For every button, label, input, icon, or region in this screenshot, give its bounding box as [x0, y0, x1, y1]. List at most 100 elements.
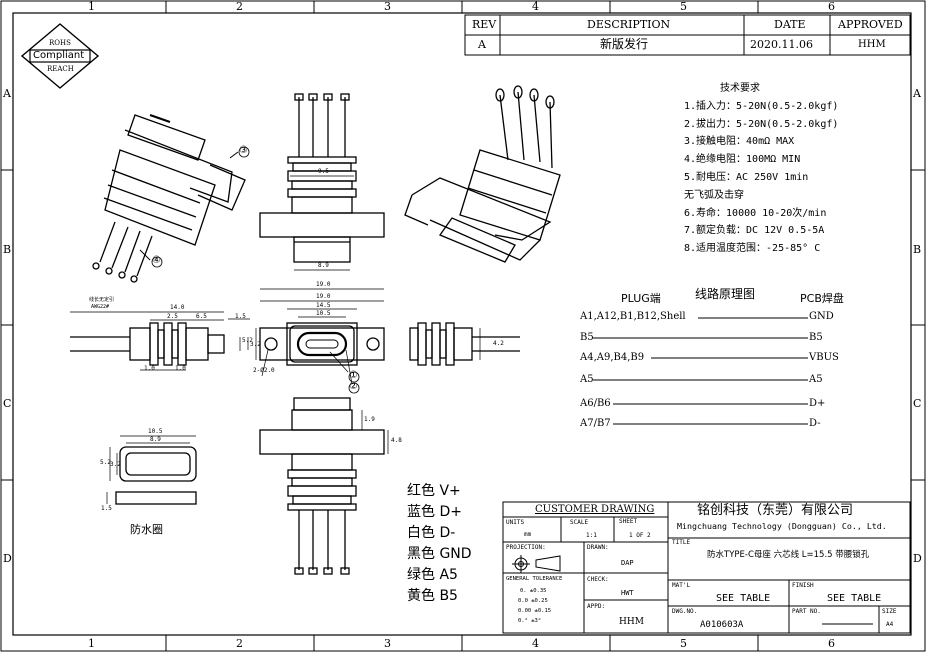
dim-65: 6.5: [196, 313, 207, 320]
finish-label: FINISH: [792, 582, 814, 589]
projection-symbol: [512, 555, 561, 573]
approved-header: APPROVED: [838, 18, 903, 31]
wiring-to-2: B5: [809, 332, 823, 343]
wire-color-row: 蓝色 D+: [407, 504, 462, 520]
dim-89-top: 8.9: [318, 262, 329, 269]
wire-color-row: 绿色 A5: [407, 567, 458, 583]
tolerance-label: GENERAL TOLERANCE: [506, 576, 563, 582]
zone-bottom-3: 3: [384, 637, 391, 650]
zone-right-d: D: [913, 552, 922, 565]
callout-2: ②: [349, 381, 358, 392]
wire-color-row: 黑色 GND: [407, 546, 472, 562]
dim-hole: 2-Ø2.0: [253, 367, 275, 374]
description-value: 新版发行: [600, 37, 649, 51]
tech-item: 6.寿命：10000 10-20次/min: [684, 207, 827, 219]
wire-color-row: 白色 D-: [407, 525, 456, 541]
tolerance-1: 0. ±0.35: [520, 588, 547, 594]
reach-text: REACH: [47, 65, 74, 73]
rev-header: REV: [472, 18, 497, 31]
size-value: A4: [886, 621, 894, 628]
gasket-drawing: [115, 446, 197, 505]
zone-right-a: A: [913, 87, 921, 100]
zone-bottom-4: 4: [532, 637, 539, 650]
dim-15-gasket: 1.5: [101, 505, 112, 512]
compliant-text: Compliant: [33, 50, 85, 61]
pcb-header: PCB焊盘: [800, 292, 844, 305]
customer-drawing: CUSTOMER DRAWING: [535, 504, 655, 515]
wiring-from-6: A7/B7: [580, 418, 611, 429]
callout-3: ③: [239, 145, 248, 156]
dim-190-front: 19.0: [316, 293, 331, 300]
dim-10b: 1.0: [175, 365, 186, 372]
dim-32-gasket: 3.2: [110, 461, 121, 468]
iso-view-right: [404, 85, 561, 263]
wiring-to-6: D-: [809, 418, 821, 429]
dim-145: 14.5: [316, 302, 331, 309]
rohs-text: ROHS: [49, 39, 71, 47]
wiring-from-2: B5: [580, 332, 594, 343]
wiring-from-3: A4,A9,B4,B9: [580, 352, 645, 363]
zone-left-c: C: [3, 397, 12, 410]
tolerance-4: 0.° ±3°: [518, 618, 542, 624]
appd-value: HHM: [619, 617, 644, 627]
iso-view-left: [92, 114, 246, 283]
callout-4: ④: [152, 255, 161, 266]
company-cn: 铭创科技（东莞）有限公司: [697, 503, 854, 518]
wiring-to-5: D+: [809, 398, 826, 409]
part-label: PART NO.: [792, 608, 821, 615]
zone-top-5: 5: [680, 0, 687, 13]
tech-item: 无飞弧及击穿: [684, 189, 744, 201]
units-label: UNITS: [506, 519, 525, 526]
drawn-value: DAP: [621, 559, 634, 567]
size-label: SIZE: [882, 608, 897, 615]
date-value: 2020.11.06: [750, 38, 813, 51]
wiring-from-1: A1,A12,B1,B12,Shell: [580, 311, 686, 322]
units-value: mm: [524, 531, 532, 538]
front-view: [259, 322, 385, 366]
dim-19-bottom: 1.9: [364, 416, 375, 423]
dwg-value: A010603A: [700, 620, 744, 630]
mat-label: MAT'L: [672, 582, 691, 589]
appd-label: APPD:: [587, 603, 606, 610]
tech-item: 7.额定负载：DC 12V 0.5-5A: [684, 225, 825, 237]
dim-10a: 1.0: [144, 365, 155, 372]
wiring-title: 线路原理图: [695, 287, 756, 301]
zone-top-2: 2: [236, 0, 243, 13]
zone-top-6: 6: [828, 0, 835, 13]
wire-color-row: 黄色 B5: [407, 588, 458, 604]
wiring-to-4: A5: [809, 374, 823, 385]
gasket-label: 防水圈: [130, 523, 163, 536]
rohs-logo: [20, 23, 100, 89]
check-value: HWT: [621, 589, 634, 597]
tech-title: 技术要求: [720, 83, 760, 94]
zone-left-b: B: [3, 243, 12, 256]
side-view-right: [409, 322, 520, 366]
tech-item: 1.插入力：5-20N(0.5-2.0kgf): [684, 100, 839, 112]
side-view-left: [70, 322, 225, 366]
dim-52-front: 5.2: [242, 337, 253, 344]
dim-89-gasket: 8.9: [150, 436, 161, 443]
company-en: Mingchuang Technology (Dongguan) Co., Lt…: [677, 521, 887, 531]
dim-140: 14.0: [170, 304, 185, 311]
sheet-label: SHEET: [619, 518, 638, 525]
wiring-lines: [593, 317, 808, 425]
wire-length-note: 线长无定引: [89, 297, 115, 303]
finish-value: SEE TABLE: [827, 593, 882, 604]
top-view: [259, 93, 385, 263]
tech-item: 3.接触电阻：40mΩ MAX: [684, 136, 795, 148]
zone-right-c: C: [913, 397, 922, 410]
dim-25: 2.5: [167, 313, 178, 320]
check-label: CHECK:: [587, 576, 609, 583]
tech-item: 8.适用温度范围：-25-85° C: [684, 243, 821, 255]
dim-190-top: 19.0: [316, 281, 331, 288]
wire-color-row: 红色 V+: [407, 483, 461, 499]
mat-value: SEE TABLE: [716, 593, 771, 604]
tolerance-3: 0.00 ±0.15: [518, 608, 552, 614]
callout-1: ①: [349, 370, 358, 381]
dim-42-side: 4.2: [493, 340, 504, 347]
dim-105-gasket: 10.5: [148, 428, 163, 435]
zone-right-b: B: [913, 243, 922, 256]
title-label: TITLE: [672, 539, 691, 546]
